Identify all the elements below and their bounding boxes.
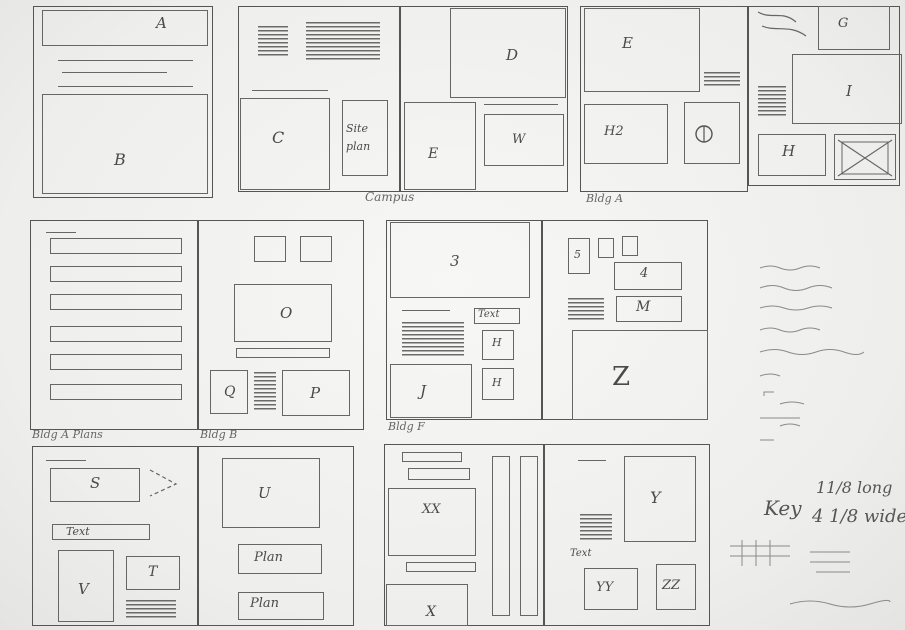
block-u [222, 458, 320, 528]
block-xx [388, 488, 476, 556]
label-u: U [258, 484, 271, 502]
label-plan-2: Plan [250, 596, 279, 611]
label-x: X [426, 604, 436, 620]
label-text-2: Text [66, 525, 90, 538]
text-hatch [126, 600, 176, 618]
vertical-bar [520, 456, 538, 616]
label-t: T [148, 564, 157, 580]
label-plan-1: Plan [254, 550, 283, 565]
label-yy: YY [596, 580, 613, 595]
text-line [578, 460, 606, 461]
text-hatch [580, 514, 612, 542]
bar [406, 562, 476, 572]
bar [402, 452, 462, 462]
label-text-3: Text [570, 548, 591, 559]
label-y: Y [650, 488, 661, 507]
vertical-bar [492, 456, 510, 616]
label-xx: XX [422, 502, 441, 517]
bar [408, 468, 470, 480]
label-v: V [78, 580, 89, 598]
label-zz: ZZ [662, 578, 680, 593]
